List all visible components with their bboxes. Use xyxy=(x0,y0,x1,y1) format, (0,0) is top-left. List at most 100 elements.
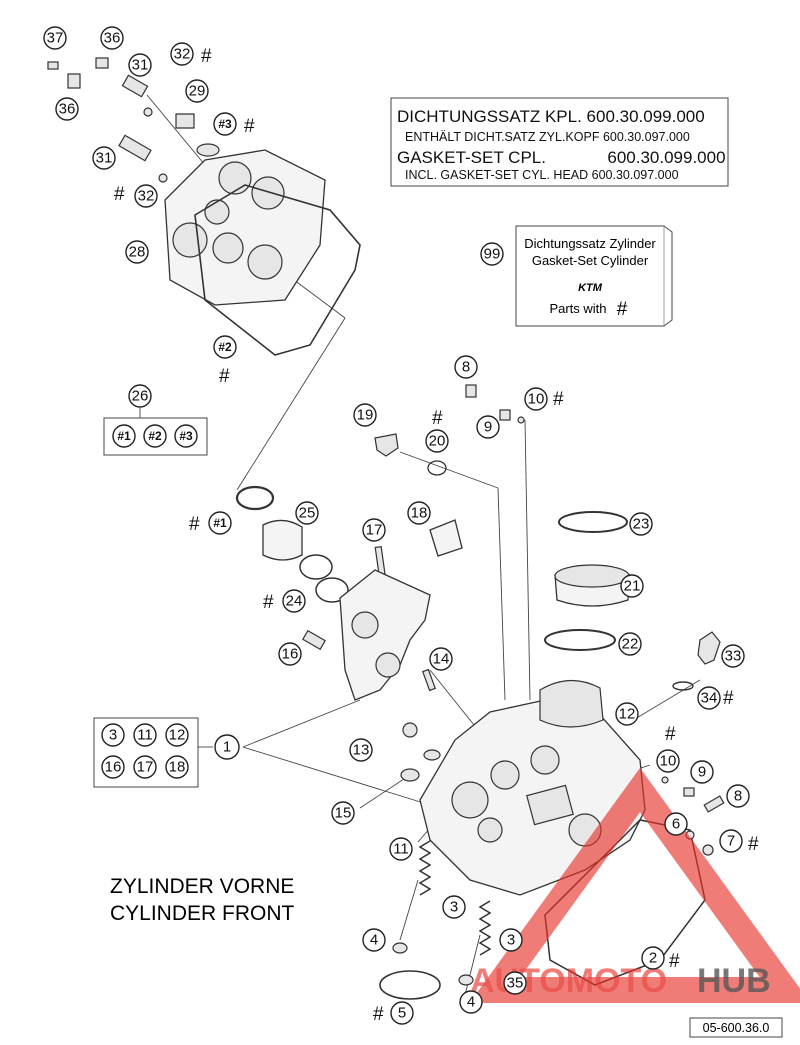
callout: 24 xyxy=(282,589,306,613)
gasket-line-2: ENTHÄLT DICHT.SATZ ZYL.KOPF 600.30.097.0… xyxy=(405,130,690,144)
group-1-item: 11 xyxy=(133,723,157,747)
svg-text:23: 23 xyxy=(633,516,650,533)
svg-text:1: 1 xyxy=(223,739,231,756)
gasket-line-3: GASKET-SET CPL. 600.30.099.000 xyxy=(397,148,726,167)
svg-text:7: 7 xyxy=(727,833,735,850)
hash-mark: # xyxy=(665,724,676,745)
svg-text:32: 32 xyxy=(138,188,155,205)
diagram-title: ZYLINDER VORNE CYLINDER FRONT xyxy=(110,875,295,925)
svg-text:11: 11 xyxy=(393,841,409,858)
callout-group-1: 1 xyxy=(214,734,240,760)
svg-text:37: 37 xyxy=(47,30,64,47)
svg-text:28: 28 xyxy=(129,244,146,261)
callout: 20 xyxy=(425,429,449,453)
automotohub-watermark: AUTOMOTO HUB xyxy=(469,767,800,1003)
svg-text:33: 33 xyxy=(725,648,742,665)
title-english: CYLINDER FRONT xyxy=(110,902,295,925)
svg-text:8: 8 xyxy=(462,359,470,376)
callout: 16 xyxy=(278,642,302,666)
callout-kit-99: 99 xyxy=(480,242,504,266)
callout: 21 xyxy=(620,574,644,598)
camshaft-bridge xyxy=(302,569,437,701)
svg-text:4: 4 xyxy=(370,932,378,949)
callout: 31 xyxy=(128,53,152,77)
callout: 18 xyxy=(407,501,431,525)
svg-text:#2: #2 xyxy=(148,429,162,443)
callout: #3 xyxy=(213,112,237,136)
callout: 7 xyxy=(719,829,743,853)
svg-text:29: 29 xyxy=(189,83,206,100)
group-1-item: 17 xyxy=(133,755,157,779)
small-fasteners-top xyxy=(47,57,220,183)
title-german: ZYLINDER VORNE xyxy=(110,875,294,898)
svg-text:36: 36 xyxy=(104,30,121,47)
valve-cover xyxy=(164,149,326,306)
svg-text:17: 17 xyxy=(366,522,383,539)
svg-text:6: 6 xyxy=(672,816,680,833)
callout: 37 xyxy=(43,26,67,50)
svg-text:16: 16 xyxy=(105,759,122,776)
callout: 35 xyxy=(503,971,527,995)
hash-mark: # xyxy=(373,1004,384,1025)
callout: 34 xyxy=(697,686,721,710)
hash-mark: # xyxy=(553,389,564,410)
group-1-item: 3 xyxy=(101,723,125,747)
svg-text:#1: #1 xyxy=(117,429,131,443)
group-1-item: 16 xyxy=(101,755,125,779)
group-26-item: #3 xyxy=(174,424,198,448)
callout: 25 xyxy=(295,501,319,525)
svg-text:#2: #2 xyxy=(218,340,232,354)
svg-text:11: 11 xyxy=(137,727,153,744)
svg-text:#3: #3 xyxy=(218,117,232,131)
springs-bolts xyxy=(379,631,725,1000)
gasket-kit-package: Dichtungssatz Zylinder Gasket-Set Cylind… xyxy=(515,225,673,327)
svg-text:16: 16 xyxy=(282,646,299,663)
callout: 4 xyxy=(362,928,386,952)
svg-text:4: 4 xyxy=(467,994,475,1011)
callout: 13 xyxy=(349,738,373,762)
hash-mark: # xyxy=(669,951,680,972)
callout: 3 xyxy=(499,928,523,952)
svg-text:14: 14 xyxy=(433,651,450,668)
svg-text:13: 13 xyxy=(353,742,370,759)
callout: 8 xyxy=(726,784,750,808)
svg-text:31: 31 xyxy=(96,150,113,167)
hash-mark: # xyxy=(114,184,125,205)
callout: 9 xyxy=(690,760,714,784)
callout: 28 xyxy=(125,240,149,264)
svg-text:36: 36 xyxy=(59,101,76,118)
callout: 10 xyxy=(524,387,548,411)
callout: 12 xyxy=(615,702,639,726)
hash-mark: # xyxy=(723,688,734,709)
callout: 32 xyxy=(134,184,158,208)
watermark-text-a: AUTOMOTO xyxy=(470,962,667,1000)
svg-text:35: 35 xyxy=(507,975,524,992)
callout: 11 xyxy=(389,837,413,861)
svg-text:3: 3 xyxy=(507,932,515,949)
hash-mark: # xyxy=(432,408,443,429)
figure-code: 05-600.36.0 xyxy=(703,1021,770,1035)
svg-text:32: 32 xyxy=(174,46,191,63)
gasket-line-1: DICHTUNGSSATZ KPL. 600.30.099.000 xyxy=(397,107,705,126)
svg-text:15: 15 xyxy=(335,805,352,822)
svg-text:34: 34 xyxy=(701,690,718,707)
group-1-item: 18 xyxy=(165,755,189,779)
svg-text:22: 22 xyxy=(622,636,639,653)
svg-text:#1: #1 xyxy=(213,516,227,530)
hash-mark: # xyxy=(748,834,759,855)
kit-line-2: Gasket-Set Cylinder xyxy=(532,253,649,268)
svg-text:99: 99 xyxy=(484,246,501,263)
svg-text:26: 26 xyxy=(132,388,149,405)
callout: 6 xyxy=(664,812,688,836)
svg-text:#3: #3 xyxy=(179,429,193,443)
callout: 4 xyxy=(459,990,483,1014)
svg-text:12: 12 xyxy=(169,727,186,744)
group-1-item: 12 xyxy=(165,723,189,747)
svg-text:5: 5 xyxy=(398,1005,406,1022)
callout: 2 xyxy=(641,946,665,970)
callout: 29 xyxy=(185,79,209,103)
callout: 36 xyxy=(100,26,124,50)
hash-mark: # xyxy=(219,366,230,387)
svg-text:21: 21 xyxy=(624,578,641,595)
callout: 3 xyxy=(442,895,466,919)
